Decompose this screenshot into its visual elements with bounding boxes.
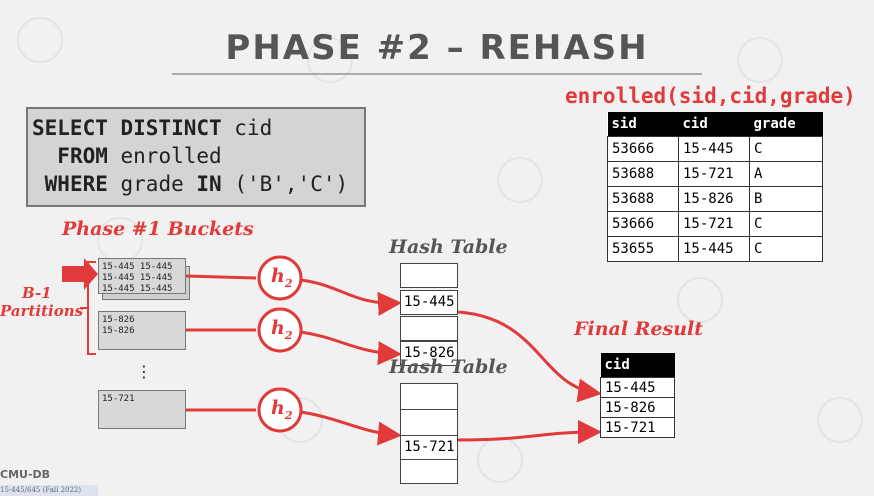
bucket-entry: 15-721 (102, 394, 135, 404)
phase1-buckets-label: Phase #1 Buckets (62, 218, 254, 240)
hash-table-slot (400, 383, 458, 410)
hash-table-slot: 15-721 (400, 435, 458, 460)
sql-text: ('B','C') (221, 172, 349, 196)
table-cell: C (749, 136, 823, 162)
hash-function-label: h2 (271, 265, 292, 290)
hash-fn-subscript: 2 (284, 408, 293, 422)
table-cell: 15-826 (600, 397, 675, 418)
bucket-15-445: 15-445 15-445 15-445 15-445 15-445 15-44… (98, 258, 186, 294)
hash-table-slot (400, 409, 458, 436)
column-header: cid (678, 112, 750, 137)
hash-fn-name: h (271, 397, 285, 419)
partitions-label-count: B-1 (22, 284, 52, 302)
table-cell: 53688 (607, 186, 679, 212)
hash-table-label: Hash Table (389, 236, 508, 258)
sql-keyword: FROM (57, 144, 108, 168)
table-cell: 15-445 (678, 236, 750, 262)
table-header-row: cid (600, 353, 675, 378)
hash-function-circle (257, 255, 303, 301)
hash-fn-name: h (271, 265, 285, 287)
sql-text: enrolled (107, 144, 222, 168)
partitions-label: Partitions (0, 302, 84, 320)
table-cell: 15-826 (678, 186, 750, 212)
hash-table-slot (400, 263, 458, 288)
hash-function-label: h2 (271, 317, 292, 342)
bucket-entry: 15-445 15-445 (102, 262, 173, 272)
sql-text: grade (107, 172, 197, 196)
bucket-entry: 15-445 15-445 (102, 273, 173, 283)
hash-table-slot (400, 459, 458, 484)
sql-keyword: SELECT DISTINCT (32, 116, 222, 140)
hash-table-slot: 15-826 (400, 341, 458, 366)
table-cell: 15-721 (600, 417, 675, 438)
final-result-table: cid 15-445 15-826 15-721 (600, 353, 675, 438)
hash-function-circle (257, 307, 303, 353)
table-cell: 53666 (607, 211, 679, 237)
bucket-15-721: 15-721 (98, 390, 186, 429)
table-cell: B (749, 186, 823, 212)
table-cell: 15-445 (678, 136, 750, 162)
sql-text: cid (221, 116, 273, 140)
bucket-entry: 15-826 (102, 315, 135, 325)
cmu-db-logo: CMU-DB (0, 468, 51, 481)
ellipsis-icon: ⋮ (136, 362, 152, 381)
hash-table-slot: 15-445 (400, 290, 458, 315)
table-row: 15-721 (600, 417, 675, 438)
bucket-15-826: 15-826 15-826 (98, 311, 186, 350)
sql-keyword: IN (196, 172, 222, 196)
hash-fn-name: h (271, 317, 285, 339)
table-header-row: sid cid grade (607, 112, 823, 137)
table-row: 53666 15-445 C (607, 136, 823, 162)
hash-function-label: h2 (271, 397, 292, 422)
column-header: sid (607, 112, 679, 137)
enrolled-table-title: enrolled(sid,cid,grade) (565, 84, 856, 108)
hash-function-circle (257, 387, 303, 433)
bucket-entry: 15-826 (102, 326, 135, 336)
enrolled-table: sid cid grade 53666 15-445 C 53688 15-72… (607, 112, 823, 262)
table-row: 53688 15-826 B (607, 186, 823, 212)
hash-fn-subscript: 2 (284, 276, 293, 290)
column-header: cid (600, 353, 675, 378)
slide-title: PHASE #2 – REHASH (225, 28, 649, 68)
table-cell: 15-445 (600, 377, 675, 398)
hash-fn-subscript: 2 (284, 328, 293, 342)
table-cell: 53666 (607, 136, 679, 162)
hash-table-label: Hash Table (389, 356, 508, 378)
table-cell: C (749, 211, 823, 237)
title-divider (172, 73, 702, 75)
table-row: 53655 15-445 C (607, 236, 823, 262)
column-header: grade (749, 112, 823, 137)
final-result-label: Final Result (574, 318, 704, 340)
table-cell: 15-721 (678, 161, 750, 187)
table-row: 15-445 (600, 377, 675, 398)
hash-table-slot (400, 316, 458, 341)
sql-keyword: WHERE (44, 172, 108, 196)
course-label: 15-445/645 (Fall 2022) (0, 485, 98, 496)
sql-query-box: SELECT DISTINCT cid FROM enrolled WHERE … (26, 107, 366, 207)
table-cell: C (749, 236, 823, 262)
table-row: 15-826 (600, 397, 675, 418)
bucket-entry: 15-445 15-445 (102, 284, 173, 294)
